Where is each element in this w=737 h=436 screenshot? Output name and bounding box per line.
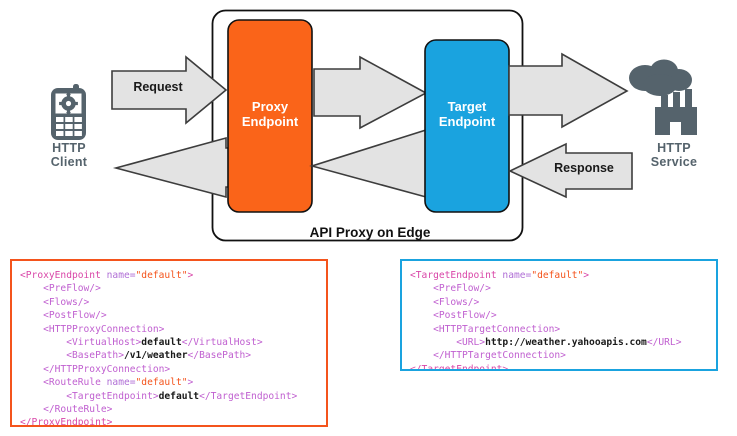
code-line: <RouteRule name="default"> — [20, 376, 326, 389]
code-token: </VirtualHost> — [181, 337, 263, 349]
code-token: <ProxyEndpoint — [20, 270, 107, 281]
code-token: <PostFlow/> — [20, 310, 107, 322]
request-arrow — [111, 55, 228, 125]
code-line: <HTTPProxyConnection> — [20, 323, 326, 336]
code-token: http://weather.yahooapis.com — [485, 337, 647, 349]
code-token: </TargetEndpoint> — [410, 363, 509, 371]
code-line: <TargetEndpoint name="default"> — [410, 269, 716, 282]
code-token: <BasePath> — [20, 350, 124, 362]
code-line: </HTTPProxyConnection> — [20, 363, 326, 376]
cloud-factory-icon — [629, 59, 697, 135]
target-endpoint-box — [424, 39, 510, 213]
code-token: <VirtualHost> — [20, 337, 142, 349]
code-token: </RouteRule> — [20, 404, 113, 416]
code-token: </HTTPTargetConnection> — [410, 350, 566, 362]
code-line: </ProxyEndpoint> — [20, 416, 326, 427]
code-line: </TargetEndpoint> — [410, 363, 716, 371]
code-line: <TargetEndpoint>default</TargetEndpoint> — [20, 390, 326, 403]
code-token: name= — [106, 270, 136, 281]
code-token: <PreFlow/> — [20, 283, 101, 295]
code-token: <HTTPProxyConnection> — [20, 323, 165, 335]
code-line: <BasePath>/v1/weather</BasePath> — [20, 349, 326, 362]
api-proxy-flow-diagram: .arw{fill:#e3e3e3;stroke:#3d3d3d;stroke-… — [51, 9, 697, 242]
target-endpoint-xml-code: <TargetEndpoint name="default"> <PreFlow… — [400, 259, 718, 371]
code-line: </RouteRule> — [20, 403, 326, 416]
code-token: </ProxyEndpoint> — [20, 417, 113, 427]
proxy-endpoint-box — [227, 19, 313, 213]
code-token: name= — [106, 377, 136, 389]
code-line: <VirtualHost>default</VirtualHost> — [20, 336, 326, 349]
code-token: </BasePath> — [187, 350, 252, 362]
code-token: </TargetEndpoint> — [199, 390, 298, 402]
code-token: name= — [502, 270, 532, 281]
code-token: </HTTPProxyConnection> — [20, 363, 171, 375]
code-line: <URL>http://weather.yahooapis.com</URL> — [410, 336, 716, 349]
code-token: /v1/weather — [123, 350, 188, 362]
code-line: <PostFlow/> — [410, 309, 716, 322]
service-request-arrow — [508, 52, 629, 129]
proxy-endpoint-xml-code: <ProxyEndpoint name="default"> <PreFlow/… — [10, 259, 328, 427]
code-token: <HTTPTargetConnection> — [410, 323, 561, 335]
code-token: <TargetEndpoint — [410, 270, 503, 281]
code-token: default — [158, 390, 200, 402]
code-line: <PreFlow/> — [410, 282, 716, 295]
code-token: "default" — [135, 270, 188, 281]
code-token: <TargetEndpoint> — [20, 390, 159, 402]
code-line: <PreFlow/> — [20, 282, 326, 295]
code-token: > — [187, 377, 194, 389]
code-token: default — [141, 337, 182, 349]
response-arrow — [508, 142, 633, 199]
code-line: <PostFlow/> — [20, 309, 326, 322]
code-line: <Flows/> — [410, 296, 716, 309]
code-token: > — [583, 270, 590, 281]
mobile-phone-gear-icon — [51, 84, 86, 140]
code-line: </HTTPTargetConnection> — [410, 349, 716, 362]
code-line: <HTTPTargetConnection> — [410, 323, 716, 336]
code-token: > — [187, 270, 194, 281]
code-token: <Flows/> — [20, 296, 90, 308]
code-line: <ProxyEndpoint name="default"> — [20, 269, 326, 282]
code-token: <RouteRule — [20, 377, 107, 389]
code-line: <Flows/> — [20, 296, 326, 309]
code-token: </URL> — [646, 337, 682, 349]
proxy-to-target-arrow — [313, 55, 428, 130]
code-token: <Flows/> — [410, 296, 480, 308]
code-token: "default" — [531, 270, 584, 281]
code-token: "default" — [135, 377, 188, 389]
code-token: <PreFlow/> — [410, 283, 491, 295]
code-token: <PostFlow/> — [410, 310, 497, 322]
code-token: <URL> — [410, 337, 486, 349]
